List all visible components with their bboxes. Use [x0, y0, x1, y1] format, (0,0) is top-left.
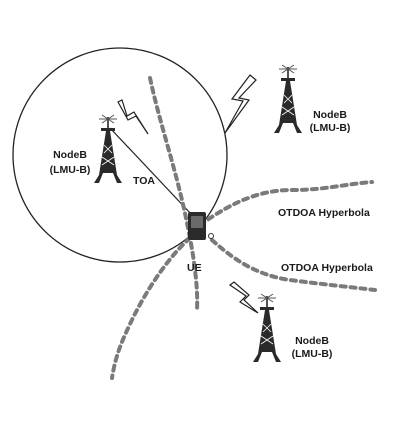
nodeb-label: NodeB — [295, 335, 329, 347]
hyperbola-curve-lower — [210, 238, 377, 292]
nodeb-label: NodeB — [53, 149, 87, 161]
ue-label: UE — [187, 262, 202, 274]
nodeb-label: (LMU-B) — [310, 122, 351, 134]
nodeb-tower-icon — [93, 114, 123, 184]
toa-label: TOA — [133, 175, 155, 187]
radio-signal-icon — [117, 99, 149, 135]
radio-signal-icon — [228, 281, 259, 314]
toa-range-circle — [12, 47, 228, 263]
otdoa-hyperbola-label: OTDOA Hyperbola — [278, 207, 370, 219]
nodeb-label: (LMU-B) — [50, 164, 91, 176]
radio-signal-icon — [224, 74, 257, 134]
nodeb-tower-icon — [252, 293, 282, 363]
nodeb-tower-icon — [273, 64, 303, 134]
otdoa-hyperbola-label: OTDOA Hyperbola — [281, 262, 373, 274]
hyperbola-curve-lower-left — [110, 236, 192, 380]
ue-device-icon — [188, 212, 214, 240]
toa-line — [109, 127, 193, 216]
nodeb-label: (LMU-B) — [292, 348, 333, 360]
nodeb-label: NodeB — [313, 109, 347, 121]
hyperbola-curve-upper — [198, 180, 374, 227]
hyperbola-curve-vertical — [148, 76, 200, 312]
